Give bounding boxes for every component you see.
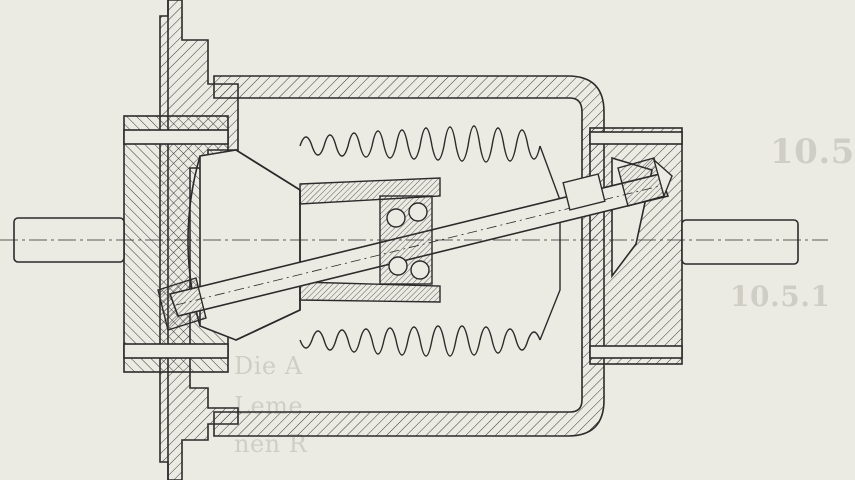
bearing-ball [408,202,428,222]
bearing-ball [410,260,430,280]
outer-housing [213,75,605,437]
bearing-ball [388,256,408,276]
bellows [299,125,561,357]
bleed-para-1: Die A [234,352,303,380]
right-shaft [681,219,799,265]
coupling-drawing [0,0,828,480]
bleed-heading: 10.5 [770,132,855,172]
left-hub [123,115,301,373]
bleed-subheading: 10.5.1 [730,280,831,313]
bearing-ball [386,208,406,228]
left-joint-nut [157,277,207,331]
right-joint-nut [562,157,673,211]
